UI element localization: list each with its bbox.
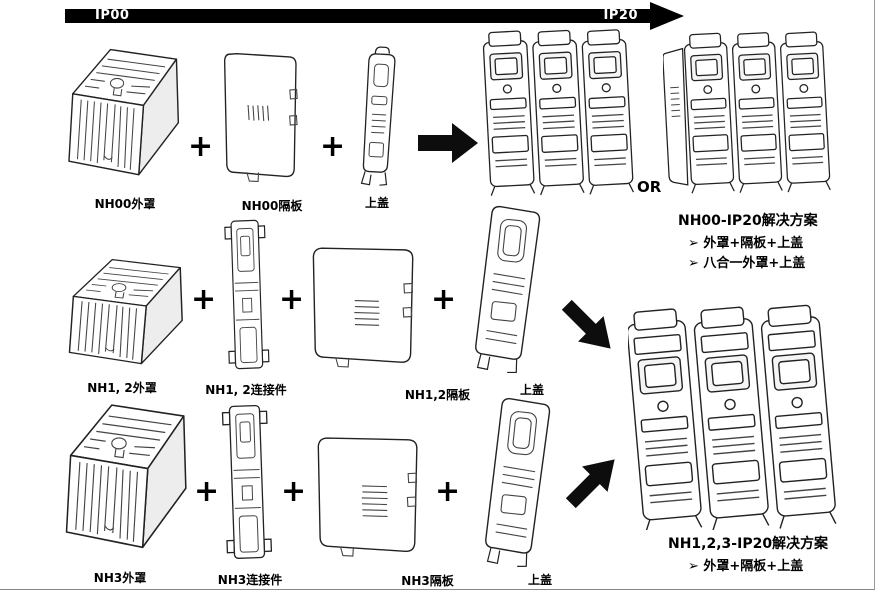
nh3-topcover-label: 上盖 [527,573,552,587]
nh00-solution-title: NH00-IP20解决方案 [678,213,818,229]
nh3-partition-label: NH3隔板 [401,574,454,588]
nh00-topcover-drawing [360,46,396,186]
diagonal-arrow-up-icon [565,459,615,509]
plus-icon: + [435,474,461,509]
nh12-connector-label: NH1, 2连接件 [205,383,287,397]
plus-icon: + [191,282,217,317]
nh123-assembly-drawing [628,303,838,530]
plus-icon: + [188,129,214,164]
nh00-partition-drawing [223,52,298,183]
nh3-cover-label: NH3外罩 [93,571,147,585]
nh3-connector-drawing [221,404,273,559]
nh3-connector-label: NH3连接件 [217,573,283,587]
nh12-cover-label: NH1, 2外罩 [87,381,157,395]
nh123-solution-bullet-1: ➢ 外罩+隔板+上盖 [688,559,804,574]
ip-progress-arrowhead-icon [650,2,684,30]
nh00-partition-label: NH00隔板 [241,199,303,213]
ip00-label: IP00 [95,8,130,23]
plus-icon: + [320,129,346,164]
nh00-cover-label: NH00外罩 [94,197,156,211]
nh12-partition-label: NH1,2隔板 [404,388,471,402]
or-label: OR [637,178,662,196]
nh12-connector-drawing [224,219,270,370]
assemble-arrow-icon [418,123,478,163]
nh00-topcover-label: 上盖 [364,196,389,210]
plus-icon: + [281,474,307,509]
diagonal-arrow-down-icon [561,299,611,349]
ip-progress-bar: IP00 IP20 [65,9,650,23]
plus-icon: + [279,282,305,317]
nh3-cover-drawing [65,404,187,549]
nh123-solution-title: NH1,2,3-IP20解决方案 [668,536,829,552]
nh00-onepiece-assembly-drawing [663,31,831,194]
nh3-partition-drawing [317,437,418,557]
nh12-partition-drawing [312,247,414,368]
nh00-solution-bullet-1: ➢ 外罩+隔板+上盖 [688,236,804,251]
ip20-label: IP20 [603,8,638,23]
nh00-cover-drawing [68,48,180,176]
nh12-topcover-drawing [475,205,541,374]
nh00-assembly-drawing [482,28,635,196]
nh12-topcover-label: 上盖 [519,383,544,397]
nh12-cover-drawing [68,259,183,365]
plus-icon: + [431,282,457,317]
nh00-solution-bullet-2: ➢ 八合一外罩+上盖 [688,256,806,271]
nh3-topcover-drawing [485,398,551,567]
plus-icon: + [194,474,220,509]
